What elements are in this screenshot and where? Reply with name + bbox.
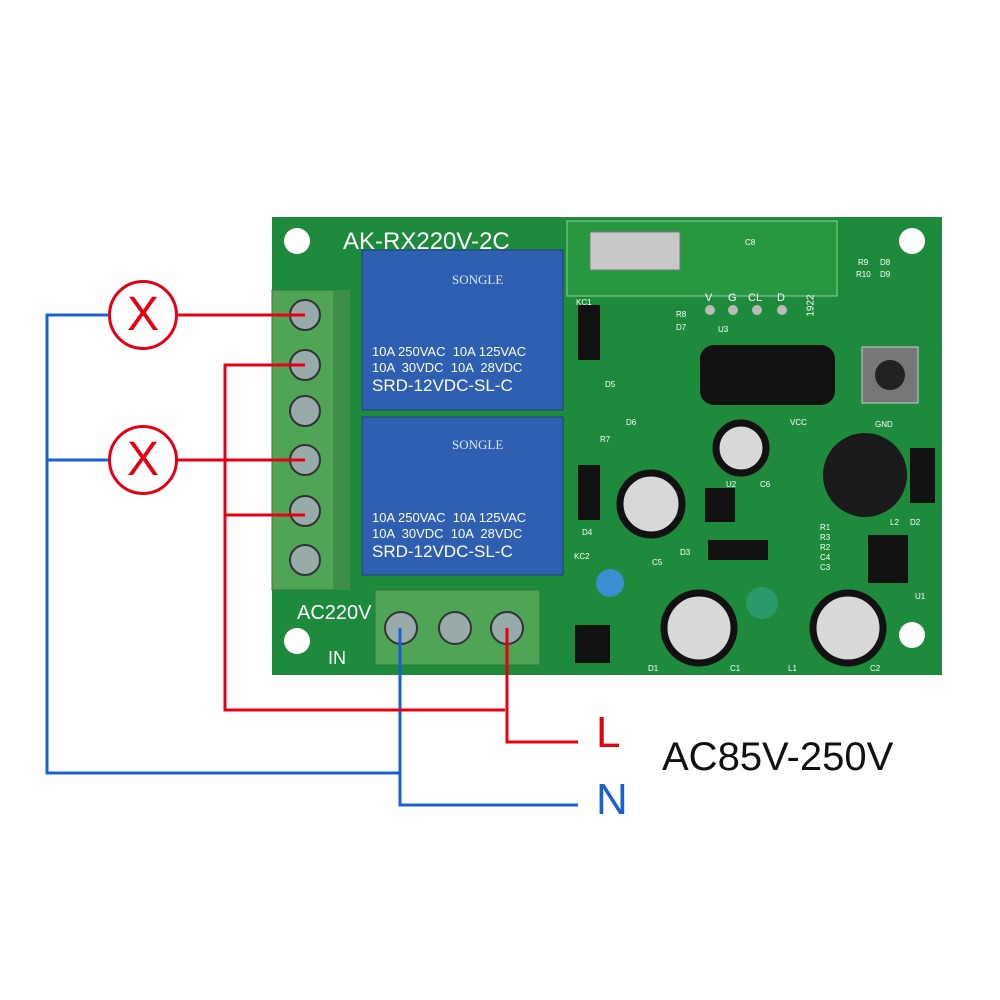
silk: R10 — [856, 270, 871, 279]
relay-part: SRD-12VDC-SL-C — [372, 376, 513, 395]
capacitors — [616, 419, 887, 667]
antenna-coil — [700, 345, 835, 405]
silk: C4 — [820, 553, 831, 562]
silk: D5 — [605, 380, 616, 389]
silk: D7 — [676, 323, 687, 332]
voltage-range: AC85V-250V — [662, 735, 894, 779]
relay-rating: 10A 30VDC 10A 28VDC — [372, 526, 523, 541]
inductor-l1 — [746, 587, 778, 619]
silk: U2 — [726, 480, 737, 489]
board-model: AK-RX220V-2C — [343, 228, 510, 255]
neutral-label: N — [596, 775, 628, 824]
relay-rating: 10A 250VAC 10A 125VAC — [372, 510, 527, 525]
output-terminal-block — [271, 289, 335, 591]
relay-2 — [361, 416, 564, 576]
silk: D8 — [880, 258, 891, 267]
silk: R2 — [820, 543, 831, 552]
silk: R7 — [600, 435, 611, 444]
in-label: IN — [328, 648, 346, 668]
silk: D4 — [582, 528, 593, 537]
silk: C6 — [760, 480, 771, 489]
input-terminal-screws — [384, 611, 524, 645]
silk: VCC — [790, 418, 807, 427]
silk: R8 — [676, 310, 687, 319]
silk: U1 — [915, 592, 926, 601]
silk: L1 — [788, 664, 797, 673]
silk: C2 — [870, 664, 881, 673]
pin-label: CL — [748, 292, 763, 304]
load-2-symbol: X — [108, 425, 178, 495]
live-label: L — [596, 708, 621, 757]
silk: R9 — [858, 258, 869, 267]
ics — [575, 305, 935, 663]
silk: D9 — [880, 270, 891, 279]
inductor — [823, 433, 907, 517]
varistor — [596, 569, 624, 597]
load-1-symbol: X — [108, 280, 178, 350]
silk: KC2 — [574, 552, 590, 561]
relay-1 — [361, 249, 564, 411]
silk: D3 — [680, 548, 691, 557]
silk: C5 — [652, 558, 663, 567]
pin-label: V — [705, 292, 713, 304]
silk: U3 — [718, 325, 729, 334]
silk: D6 — [626, 418, 637, 427]
relay-brand: SONGLE — [452, 272, 504, 287]
silk: R3 — [820, 533, 831, 542]
relay-part: SRD-12VDC-SL-C — [372, 542, 513, 561]
crystal — [589, 231, 681, 271]
pin-label: D — [777, 292, 785, 304]
silk: C1 — [730, 664, 741, 673]
silk: D2 — [910, 518, 921, 527]
silk: C8 — [745, 238, 756, 247]
relay-rating: 10A 250VAC 10A 125VAC — [372, 344, 527, 359]
relay-brand: SONGLE — [452, 437, 504, 452]
live-wire — [178, 313, 578, 744]
silk: 1922 — [805, 294, 817, 317]
silk: C3 — [820, 563, 831, 572]
neutral-wire — [45, 313, 578, 807]
input-label: AC220V — [297, 602, 372, 624]
silk: GND — [875, 420, 893, 429]
silk: KC1 — [576, 298, 592, 307]
header-pins — [705, 305, 787, 315]
pin-label: G — [728, 292, 737, 304]
relay-rating: 10A 30VDC 10A 28VDC — [372, 360, 523, 375]
silk: R1 — [820, 523, 831, 532]
mounting-holes — [284, 228, 925, 654]
silk: D1 — [648, 664, 659, 673]
silk: L2 — [890, 518, 899, 527]
